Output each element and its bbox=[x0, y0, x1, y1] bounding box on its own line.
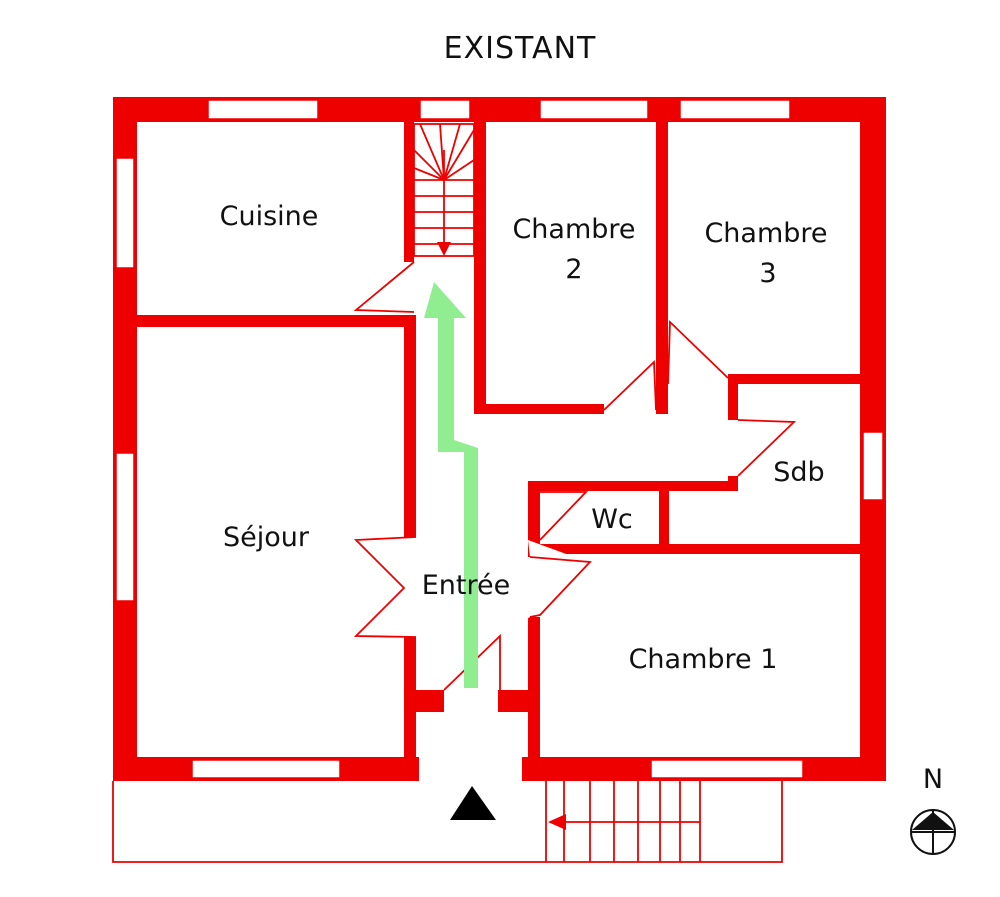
room-label-cuisine: Cuisine bbox=[220, 201, 319, 232]
exterior-terrace bbox=[112, 781, 783, 863]
stairs-down-arrow-icon bbox=[437, 242, 451, 256]
room-label-chambre-2-number: 2 bbox=[565, 254, 582, 285]
room-label-entree: Entrée bbox=[422, 570, 511, 601]
room-label-chambre-3-number: 3 bbox=[759, 258, 776, 289]
room-label-chambre-2: Chambre bbox=[512, 214, 635, 245]
interior-walls bbox=[137, 122, 860, 757]
entrance-triangle-icon bbox=[450, 786, 496, 820]
circulation-arrow-icon bbox=[424, 282, 478, 688]
interior-stairs bbox=[413, 123, 475, 257]
compass-label: N bbox=[923, 764, 943, 795]
north-arrow-icon bbox=[910, 809, 956, 855]
windows bbox=[115, 99, 884, 779]
plan-title: EXISTANT bbox=[444, 31, 597, 66]
room-label-chambre-1: Chambre 1 bbox=[629, 644, 778, 675]
door-swings bbox=[353, 261, 797, 541]
room-label-chambre-3: Chambre bbox=[704, 218, 827, 249]
room-label-wc: Wc bbox=[591, 504, 633, 535]
outside-stairs-arrow-icon bbox=[548, 814, 566, 830]
room-label-sejour: Séjour bbox=[223, 522, 310, 553]
room-label-sdb: Sdb bbox=[773, 457, 824, 488]
